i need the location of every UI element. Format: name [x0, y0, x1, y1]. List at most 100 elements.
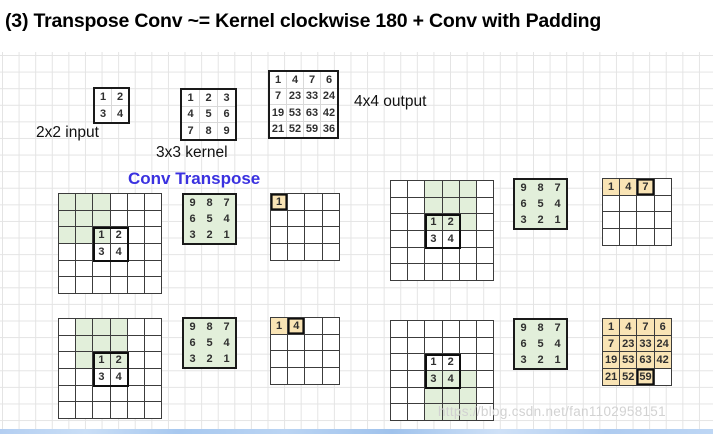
kernel-window-cell: [424, 180, 443, 198]
padding-cell: [407, 196, 426, 215]
output-value-cell: 1: [269, 193, 289, 211]
output-value-cell: 24: [653, 334, 672, 353]
output-value-cell: [321, 226, 340, 245]
padding-cell: [109, 384, 128, 403]
output-value-cell: 23: [619, 334, 638, 353]
padding-cell: [92, 259, 111, 278]
padding-cell: [126, 243, 145, 261]
padding-cell: [126, 334, 145, 353]
flipped-kernel-cell: 9: [189, 321, 196, 333]
padding-cell: [424, 320, 443, 338]
padding-cell: [424, 263, 443, 282]
flipped-kernel-cell: 9: [520, 322, 527, 334]
kernel-window-cell: [109, 318, 128, 336]
kernel-window-cell: [424, 386, 443, 405]
output-value-cell: [287, 333, 306, 352]
padding-cell: [143, 401, 163, 420]
padding-cell: [109, 193, 128, 211]
input-value-cell: 3: [424, 370, 443, 388]
output-value-cell: [601, 194, 621, 213]
matrix-cell: 21: [268, 120, 287, 139]
padding-cell: [458, 230, 477, 248]
output-value-cell: [321, 367, 340, 385]
input-value-cell: 4: [109, 243, 128, 261]
flipped-kernel-cell: 4: [554, 338, 561, 350]
matrix-cell: 2: [111, 87, 130, 106]
kernel-window-cell: [75, 193, 94, 211]
input-value-cell: 1: [92, 226, 111, 245]
padding-cell: [407, 230, 426, 248]
matrix-cell: 1: [268, 70, 287, 89]
padding-cell: [389, 403, 409, 422]
padding-cell: [143, 226, 163, 245]
output-value-cell: 42: [653, 351, 672, 370]
padding-cell: [475, 403, 495, 422]
output-value-cell: [653, 211, 672, 230]
output-value-cell: [653, 178, 672, 196]
padding-cell: [389, 246, 409, 265]
padding-cell: [92, 276, 111, 295]
padding-cell: [57, 401, 77, 420]
flipped-kernel-cell: 2: [537, 354, 544, 366]
padding-cell: [57, 259, 77, 278]
bottom-scrollbar[interactable]: [0, 429, 713, 434]
output-value-cell: 7: [601, 334, 621, 353]
output-value-cell: [304, 317, 323, 335]
flipped-kernel-cell: 6: [520, 338, 527, 350]
padding-cell: [57, 318, 77, 336]
input-value-cell: 4: [441, 230, 460, 248]
padding-cell: [475, 246, 495, 265]
kernel-window-cell: [75, 351, 94, 370]
flipped-kernel-cell: 7: [554, 322, 561, 334]
padding-cell: [57, 351, 77, 370]
padding-cell: [57, 368, 77, 386]
output-value-cell: [304, 333, 323, 352]
matrix-cell: 9: [217, 122, 237, 140]
padding-cell: [126, 368, 145, 386]
input-label: 2x2 input: [36, 124, 99, 141]
output-value-cell: 7: [636, 318, 655, 336]
output-value-cell: [269, 209, 289, 228]
input-value-cell: 4: [441, 370, 460, 388]
output-value-cell: [636, 211, 655, 230]
output-value-cell: [321, 209, 340, 228]
matrix-cell: 4: [180, 105, 200, 123]
kernel-window-cell: [57, 209, 77, 228]
output-value-cell: 7: [636, 178, 655, 196]
padding-cell: [57, 276, 77, 295]
flipped-kernel-cell: 6: [189, 337, 196, 349]
flipped-kernel-cell: 6: [520, 198, 527, 210]
padding-cell: [143, 351, 163, 370]
flipped-kernel-cell: 5: [206, 213, 213, 225]
flipped-kernel-cell: 3: [189, 229, 196, 241]
matrix-cell: 24: [320, 87, 339, 105]
matrix-cell: 33: [303, 87, 321, 105]
padding-cell: [143, 334, 163, 353]
matrix-cell: 7: [303, 70, 321, 89]
flipped-kernel-cell: 1: [554, 214, 561, 226]
flipped-kernel-cell: 3: [189, 353, 196, 365]
page-title: (3) Transpose Conv ~= Kernel clockwise 1…: [5, 10, 602, 32]
flipped-kernel-cell: 7: [554, 182, 561, 194]
padding-cell: [458, 353, 477, 372]
padding-cell: [126, 276, 145, 295]
padding-cell: [458, 246, 477, 265]
padding-cell: [407, 213, 426, 232]
output-value-cell: [287, 350, 306, 369]
output-value-cell: 33: [636, 334, 655, 353]
padding-cell: [389, 370, 409, 388]
output-value-cell: [269, 367, 289, 385]
flipped-kernel-cell: 8: [537, 182, 544, 194]
output-value-cell: [269, 333, 289, 352]
padding-cell: [475, 386, 495, 405]
padding-cell: [126, 401, 145, 420]
kernel-window-cell: [109, 334, 128, 353]
output-value-cell: [619, 211, 638, 230]
output-label: 4x4 output: [354, 93, 427, 110]
kernel-window-cell: [75, 334, 94, 353]
watermark-url: https://blog.csdn.net/fan1102958151: [438, 404, 666, 419]
padding-cell: [475, 370, 495, 388]
output-value-cell: 52: [619, 368, 638, 386]
